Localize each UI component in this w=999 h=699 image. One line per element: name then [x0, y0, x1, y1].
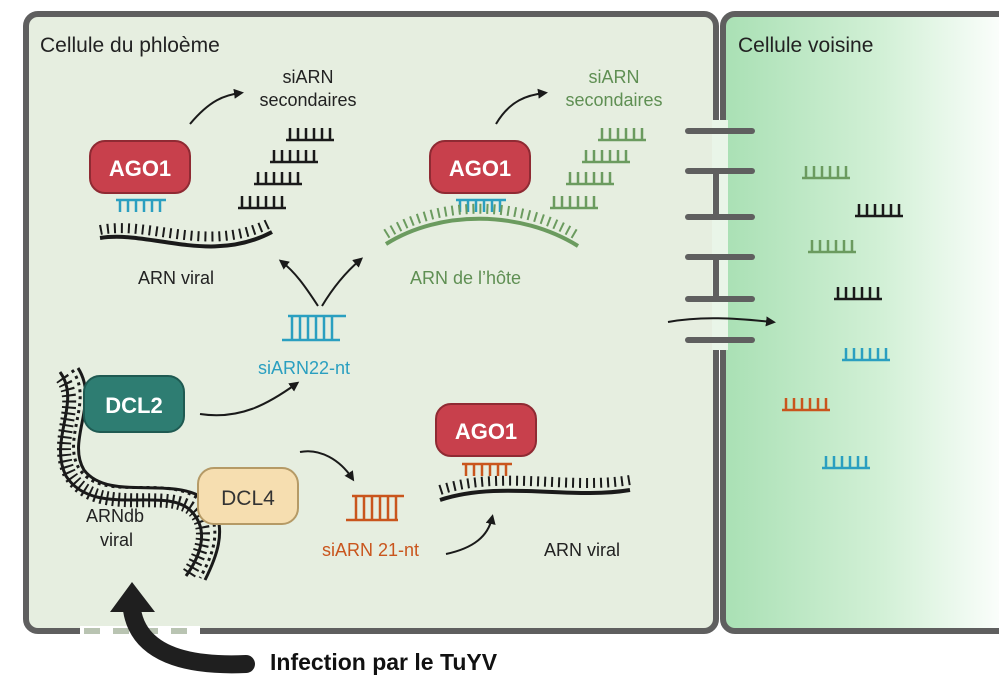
viral-rna-top: [99, 217, 275, 249]
secondary-sirna-black: [238, 128, 334, 210]
sirna22-label: siARN22-nt: [258, 358, 350, 378]
neighbor-cell: [720, 11, 999, 634]
sirna21-label: siARN 21-nt: [322, 540, 419, 560]
svg-text:AGO1: AGO1: [449, 156, 511, 181]
plasmodesmata: [685, 128, 755, 343]
mobile-sirna-blue-2: [822, 456, 870, 470]
dsrna-label-1: ARNdb: [86, 506, 144, 526]
arrow-dcl2-to-sirna22: [199, 381, 300, 417]
dsrna-label-2: viral: [100, 530, 133, 550]
sirna22-bound-left: [116, 198, 166, 212]
neighbor-cell-label: Cellule voisine: [738, 34, 873, 57]
arrow-to-secondary-black: [189, 88, 244, 125]
sirna22-duplex: [282, 314, 346, 342]
secondary-sirna-green-label-1: siARN: [588, 67, 639, 87]
viral-rna-top-label: ARN viral: [138, 268, 214, 288]
mobile-sirna-orange-1: [782, 398, 830, 412]
sirna21-bound-bottom: [462, 462, 512, 476]
plasmodesma-gap: [712, 120, 728, 350]
secondary-sirna-black-label-2: secondaires: [259, 90, 356, 110]
ago1-top-left: AGO1: [89, 140, 191, 194]
svg-text:DCL2: DCL2: [105, 393, 162, 418]
infection-arrow: [110, 582, 255, 674]
viral-rna-bottom-label: ARN viral: [544, 540, 620, 560]
mobile-sirna-blue-1: [842, 348, 890, 362]
svg-text:AGO1: AGO1: [455, 419, 517, 444]
infection-label: Infection par le TuYV: [270, 649, 498, 675]
dcl4-protein: DCL4: [197, 467, 299, 525]
viral-dsrna: [55, 367, 221, 581]
ago1-top-right: AGO1: [429, 140, 531, 194]
arrow-sirna22-to-viral: [278, 259, 319, 307]
mobile-sirna-green-2: [808, 240, 856, 254]
ago1-bottom: AGO1: [435, 403, 537, 457]
secondary-sirna-green: [550, 128, 646, 210]
sirna22-bound-right: [456, 198, 506, 212]
secondary-sirna-green-label-2: secondaires: [565, 90, 662, 110]
viral-rna-bottom: [438, 475, 631, 502]
host-rna-label: ARN de l’hôte: [410, 268, 521, 288]
mobile-sirna-black-2: [834, 287, 882, 301]
svg-text:DCL4: DCL4: [221, 487, 275, 510]
mobile-sirna-black-1: [855, 204, 903, 218]
arrow-to-neighbor: [667, 316, 776, 327]
mobile-sirna-green-1: [802, 166, 850, 180]
arrow-dcl4-to-sirna21: [299, 450, 355, 482]
phloem-cell-label: Cellule du phloème: [40, 34, 220, 57]
arrow-sirna22-to-host: [321, 257, 364, 307]
dcl2-protein: DCL2: [83, 375, 185, 433]
arrow-to-secondary-green: [495, 88, 548, 125]
secondary-sirna-black-label-1: siARN: [282, 67, 333, 87]
host-rna: [383, 203, 581, 248]
sirna21-duplex: [346, 494, 404, 522]
arrow-sirna21-to-viral: [445, 514, 496, 555]
svg-text:AGO1: AGO1: [109, 156, 171, 181]
